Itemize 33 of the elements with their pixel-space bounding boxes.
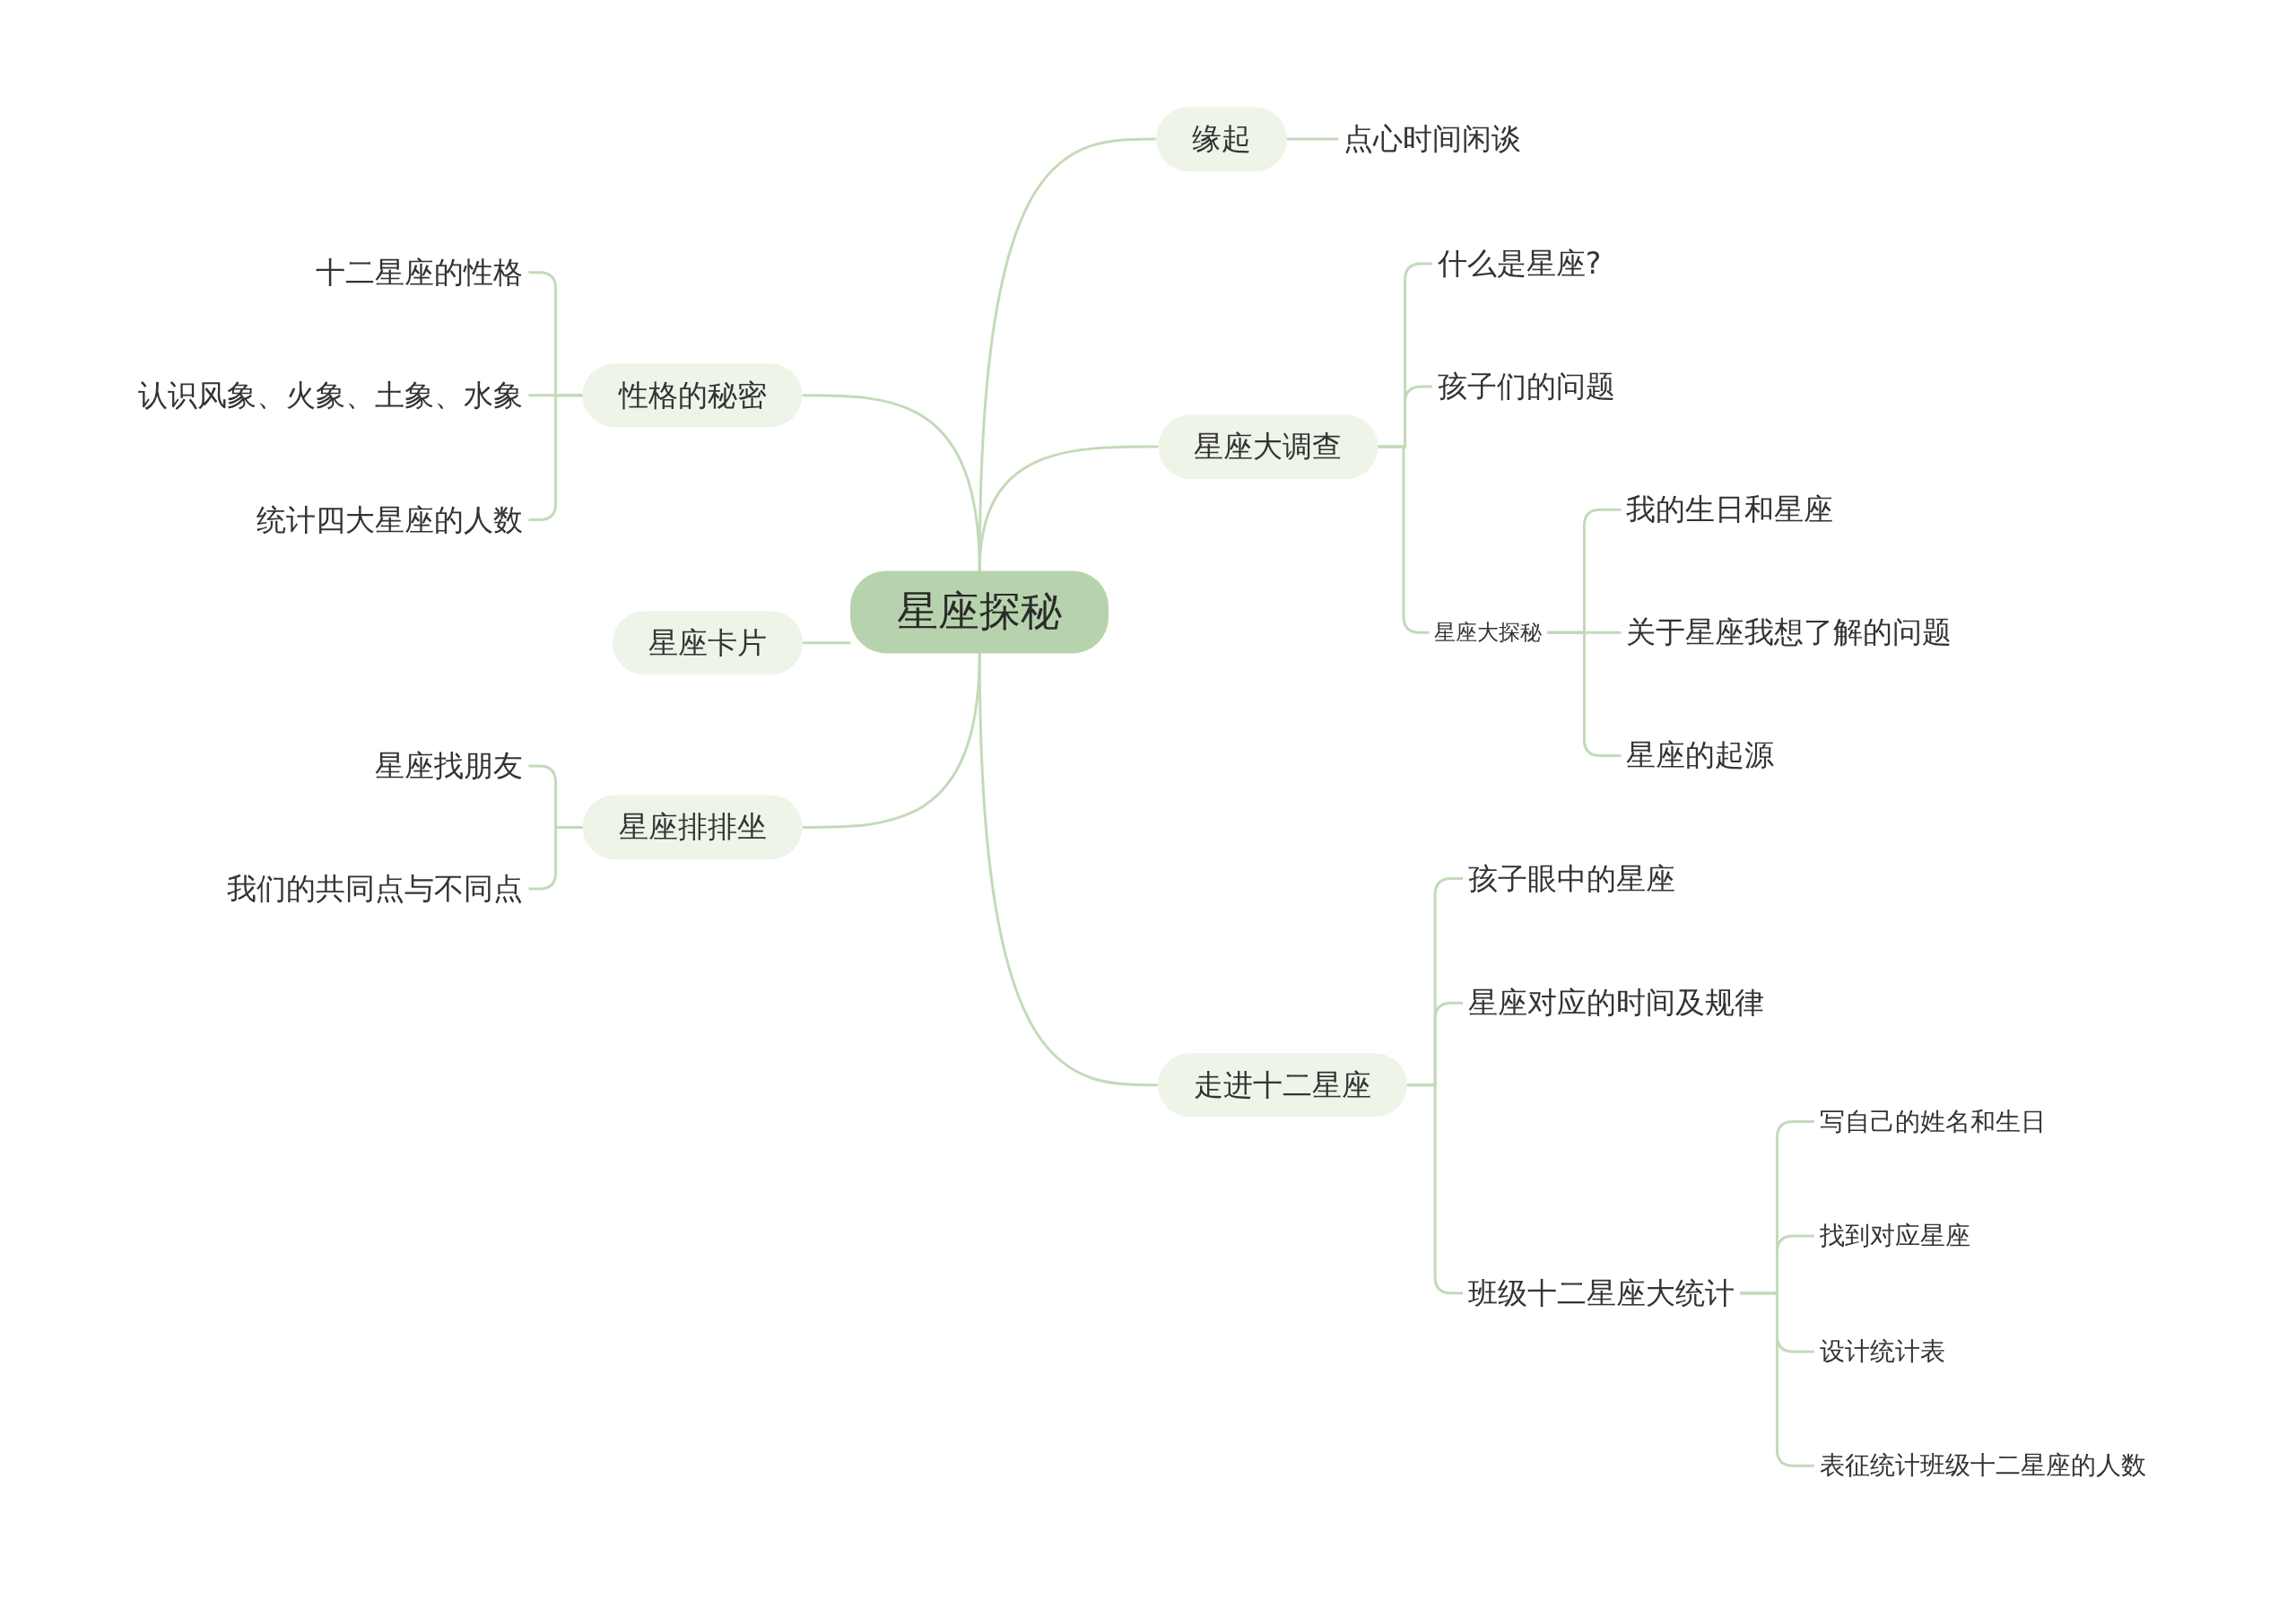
subtopic-text: 什么是星座? xyxy=(1431,242,1607,285)
subtopic-text: 关于星座我想了解的问题 xyxy=(1621,611,1958,655)
topic-box: 星座排排坐 xyxy=(582,795,803,860)
subtopic-text: 星座的起源 xyxy=(1621,734,1780,778)
topic-box: 缘起 xyxy=(1155,107,1287,171)
subtopic-text: 星座对应的时间及规律 xyxy=(1463,981,1770,1025)
subtopic-text: 点心时间闲谈 xyxy=(1338,117,1527,161)
connector-line xyxy=(1547,631,1622,757)
subtopic-text: 十二星座的性格 xyxy=(310,250,529,294)
connector-line xyxy=(802,394,981,571)
subtopic-text: 孩子们的问题 xyxy=(1431,365,1621,408)
subtopic-text: 我的生日和星座 xyxy=(1621,488,1839,531)
connector-line xyxy=(1740,1292,1814,1467)
subtopic-text: 班级十二星座大统计 xyxy=(1463,1271,1740,1315)
connector-line xyxy=(802,652,981,829)
subtopic-text: 认识风象、火象、土象、水象 xyxy=(133,374,529,417)
subtopic-text: 找到对应星座 xyxy=(1813,1217,1976,1255)
connector-line xyxy=(528,394,583,522)
central-topic: 星座探秘 xyxy=(850,570,1109,654)
subtopic-text: 星座大探秘 xyxy=(1429,615,1548,649)
subtopic-text: 统计四大星座的人数 xyxy=(251,498,529,542)
subtopic-text: 表征统计班级十二星座的人数 xyxy=(1813,1447,2152,1485)
connector-line xyxy=(1286,137,1339,141)
topic-box: 走进十二星座 xyxy=(1158,1053,1408,1118)
subtopic-text: 孩子眼中的星座 xyxy=(1463,857,1681,901)
subtopic-text: 我们的共同点与不同点 xyxy=(222,867,529,910)
topic-box: 星座卡片 xyxy=(612,610,803,675)
topic-box: 星座大调查 xyxy=(1158,414,1378,479)
connector-line xyxy=(802,641,851,645)
subtopic-text: 设计统计表 xyxy=(1813,1333,1951,1370)
topic-box: 性格的秘密 xyxy=(582,363,803,428)
subtopic-text: 星座找朋友 xyxy=(370,744,529,787)
subtopic-text: 写自己的姓名和生日 xyxy=(1813,1102,2051,1141)
